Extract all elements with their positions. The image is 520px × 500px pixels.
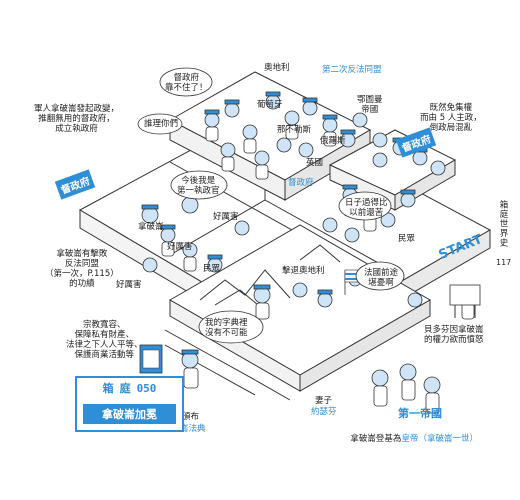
label-five-directors: 既然免集權 而由 5 人主政， 倒政局混亂 [420,103,482,133]
label-crowned-text: 拿破崙登基為 [350,434,402,444]
label-first-empire: 第一帝國 [398,407,442,420]
military-text: 軍人拿破崙發起政變， 推翻無用的督政府， 成立執政府 [34,104,120,134]
bubble-first-consul: 今後我是 第一執政官 [177,176,220,196]
napoleon-name: 拿破崙 [138,222,164,232]
label-good-2: 好厲害 [167,242,193,252]
label-ottoman: 鄂圖曼 帝國 [357,95,383,115]
chapter-box-char1: 箱 [102,382,114,395]
label-portugal: 葡萄牙 [257,100,283,110]
bubble-directory-cant-rely: 督政府 靠不住了！ [165,73,208,93]
chapter-box-char2: 庭 [119,382,131,395]
label-russia: 俄羅斯 [320,136,346,146]
page-number: 117 [496,258,512,267]
label-wife-2: 約瑟芬 [311,407,337,417]
chapter-box-title: 拿破崙加冕 [83,404,176,424]
chapter-box-num: 050 [136,381,157,395]
label-left-credit: 拿破崙有擊敗 反法同盟 （第一次，P.115） 的功績 [45,249,119,289]
bubble-law-dictator: 法國前途 堪憂啊 [364,268,399,288]
bubble-help-us: 誰理你們 [144,119,179,129]
label-beethoven: 貝多芬因拿破崙 的權力欲而憤怒 [424,325,484,345]
label-directory-blue: 督政府 [288,178,314,188]
label-emperor-paren: （拿破崙一世） [418,434,478,444]
label-second-coalition: 第二次反法同盟 [322,65,382,75]
label-people-2: 民眾 [398,234,416,244]
label-defeat-austria: 擊退奧地利 [282,266,325,276]
label-people: 民眾 [203,264,221,274]
bubble-dict-impossible: 我的字典裡 沒有不可能 [205,318,248,338]
label-code-1: 頒布 [182,412,200,422]
label-naples: 那不勒斯 [277,125,312,135]
label-austria: 奧地利 [264,63,290,73]
label-crowned: 拿破崙登基為皇帝（拿破崙一世） [345,424,478,444]
label-emperor: 皇帝 [401,434,419,444]
side-vertical-title: 箱庭世界史 [498,200,508,248]
label-good-1: 好厲害 [213,212,239,222]
label-code-2: 拿破崙法典 [163,424,206,434]
label-good-3: 好厲害 [116,280,142,290]
chapter-box: 箱 庭 050 拿破崙加冕 [75,376,184,432]
chapter-box-header: 箱 庭 050 [77,378,182,398]
label-religion: 宗教寬容、 保障私有財產、 法律之下人人平等、 保護商業活動等 [66,320,143,360]
bubble-better-days: 日子過得比 以前還苦 [345,198,388,218]
label-britain: 英國 [306,158,324,168]
label-wife-1: 妻子 [315,396,333,406]
